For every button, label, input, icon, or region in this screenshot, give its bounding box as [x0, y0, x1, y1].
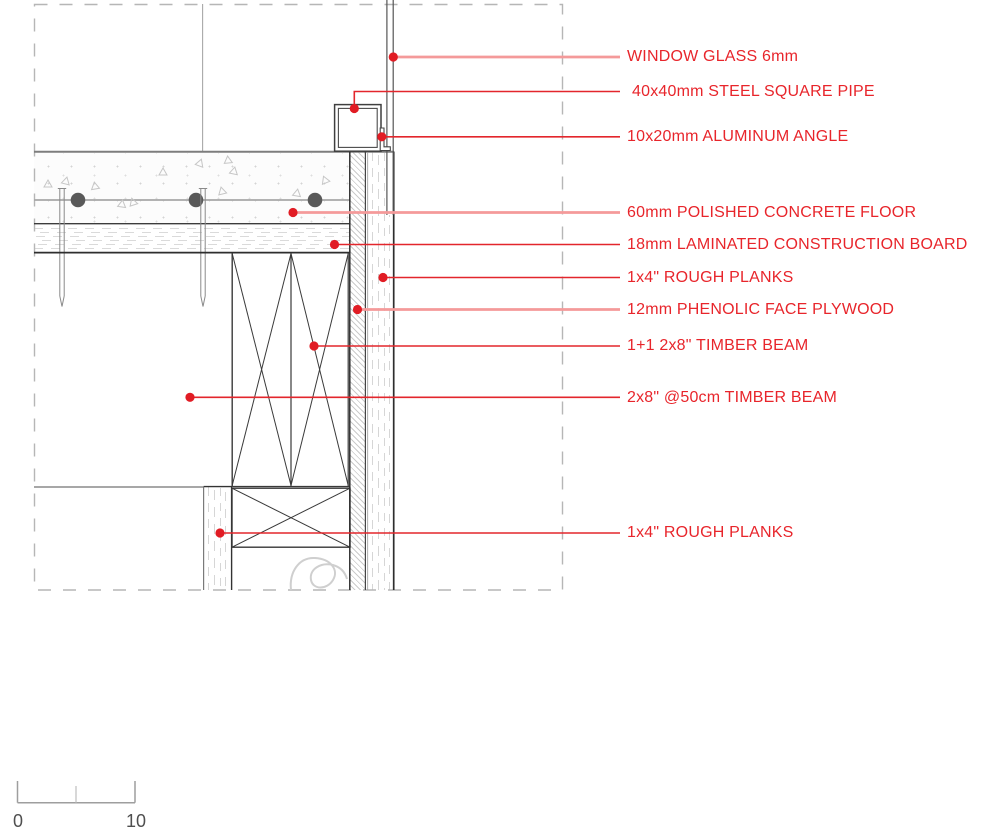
laminated-board-fill [34, 224, 350, 253]
wall-layer-edges [349, 151, 395, 590]
anchor-nail [198, 188, 208, 307]
callout-label-window-glass: WINDOW GLASS 6mm [627, 48, 799, 65]
timber-blocking-x-box [231, 487, 351, 548]
timber-beam-x-brace-upper [231, 253, 350, 488]
rebar-section-dot [307, 192, 323, 208]
concrete-aggregate-symbols [43, 155, 331, 209]
callout-label-steel-square-pipe: 40x40mm STEEL SQUARE PIPE [632, 82, 875, 100]
break-symbol [289, 556, 348, 591]
leader-lines [190, 55, 620, 534]
callout-label-timber-beam-1plus1: 1+1 2x8" TIMBER BEAM [627, 337, 809, 354]
leader-steel-pipe [353, 90, 620, 109]
callout-label-laminated-board: 18mm LAMINATED CONSTRUCTION BOARD [627, 235, 968, 253]
callout-label-timber-beam-50cm: 2x8" @50cm TIMBER BEAM [627, 388, 838, 406]
concrete-slab-fill [34, 152, 350, 224]
rebar-section-dot [188, 192, 204, 208]
callout-label-phenolic-plywood: 12mm PHENOLIC FACE PLYWOOD [627, 300, 895, 318]
rough-planks-wall-fill [367, 151, 394, 590]
scale-bar [16, 781, 136, 804]
leader-dots [185, 52, 398, 538]
callout-label-concrete-floor: 60mm POLISHED CONCRETE FLOOR [627, 204, 917, 221]
callout-label-rough-planks-wall: 1x4" ROUGH PLANKS [627, 268, 794, 286]
scale-bar-start-label: 0 [12, 811, 23, 831]
rebar-section-dot [70, 192, 86, 208]
rough-planks-ceiling-fill [203, 487, 232, 590]
callout-label-rough-planks-ceiling: 1x4" ROUGH PLANKS [627, 524, 794, 541]
steel-square-pipe [333, 103, 382, 152]
anchor-nail [57, 188, 67, 307]
scale-bar-end-label: 10 [125, 811, 147, 831]
window-glass-gap [387, 0, 393, 215]
section-boundary-dashed [33, 3, 564, 591]
rough-planks-ceiling-edges [203, 485, 233, 590]
phenolic-plywood-hatch [350, 151, 366, 590]
window-glass [386, 0, 394, 215]
callout-label-aluminum-angle: 10x20mm ALUMINUM ANGLE [627, 128, 849, 145]
